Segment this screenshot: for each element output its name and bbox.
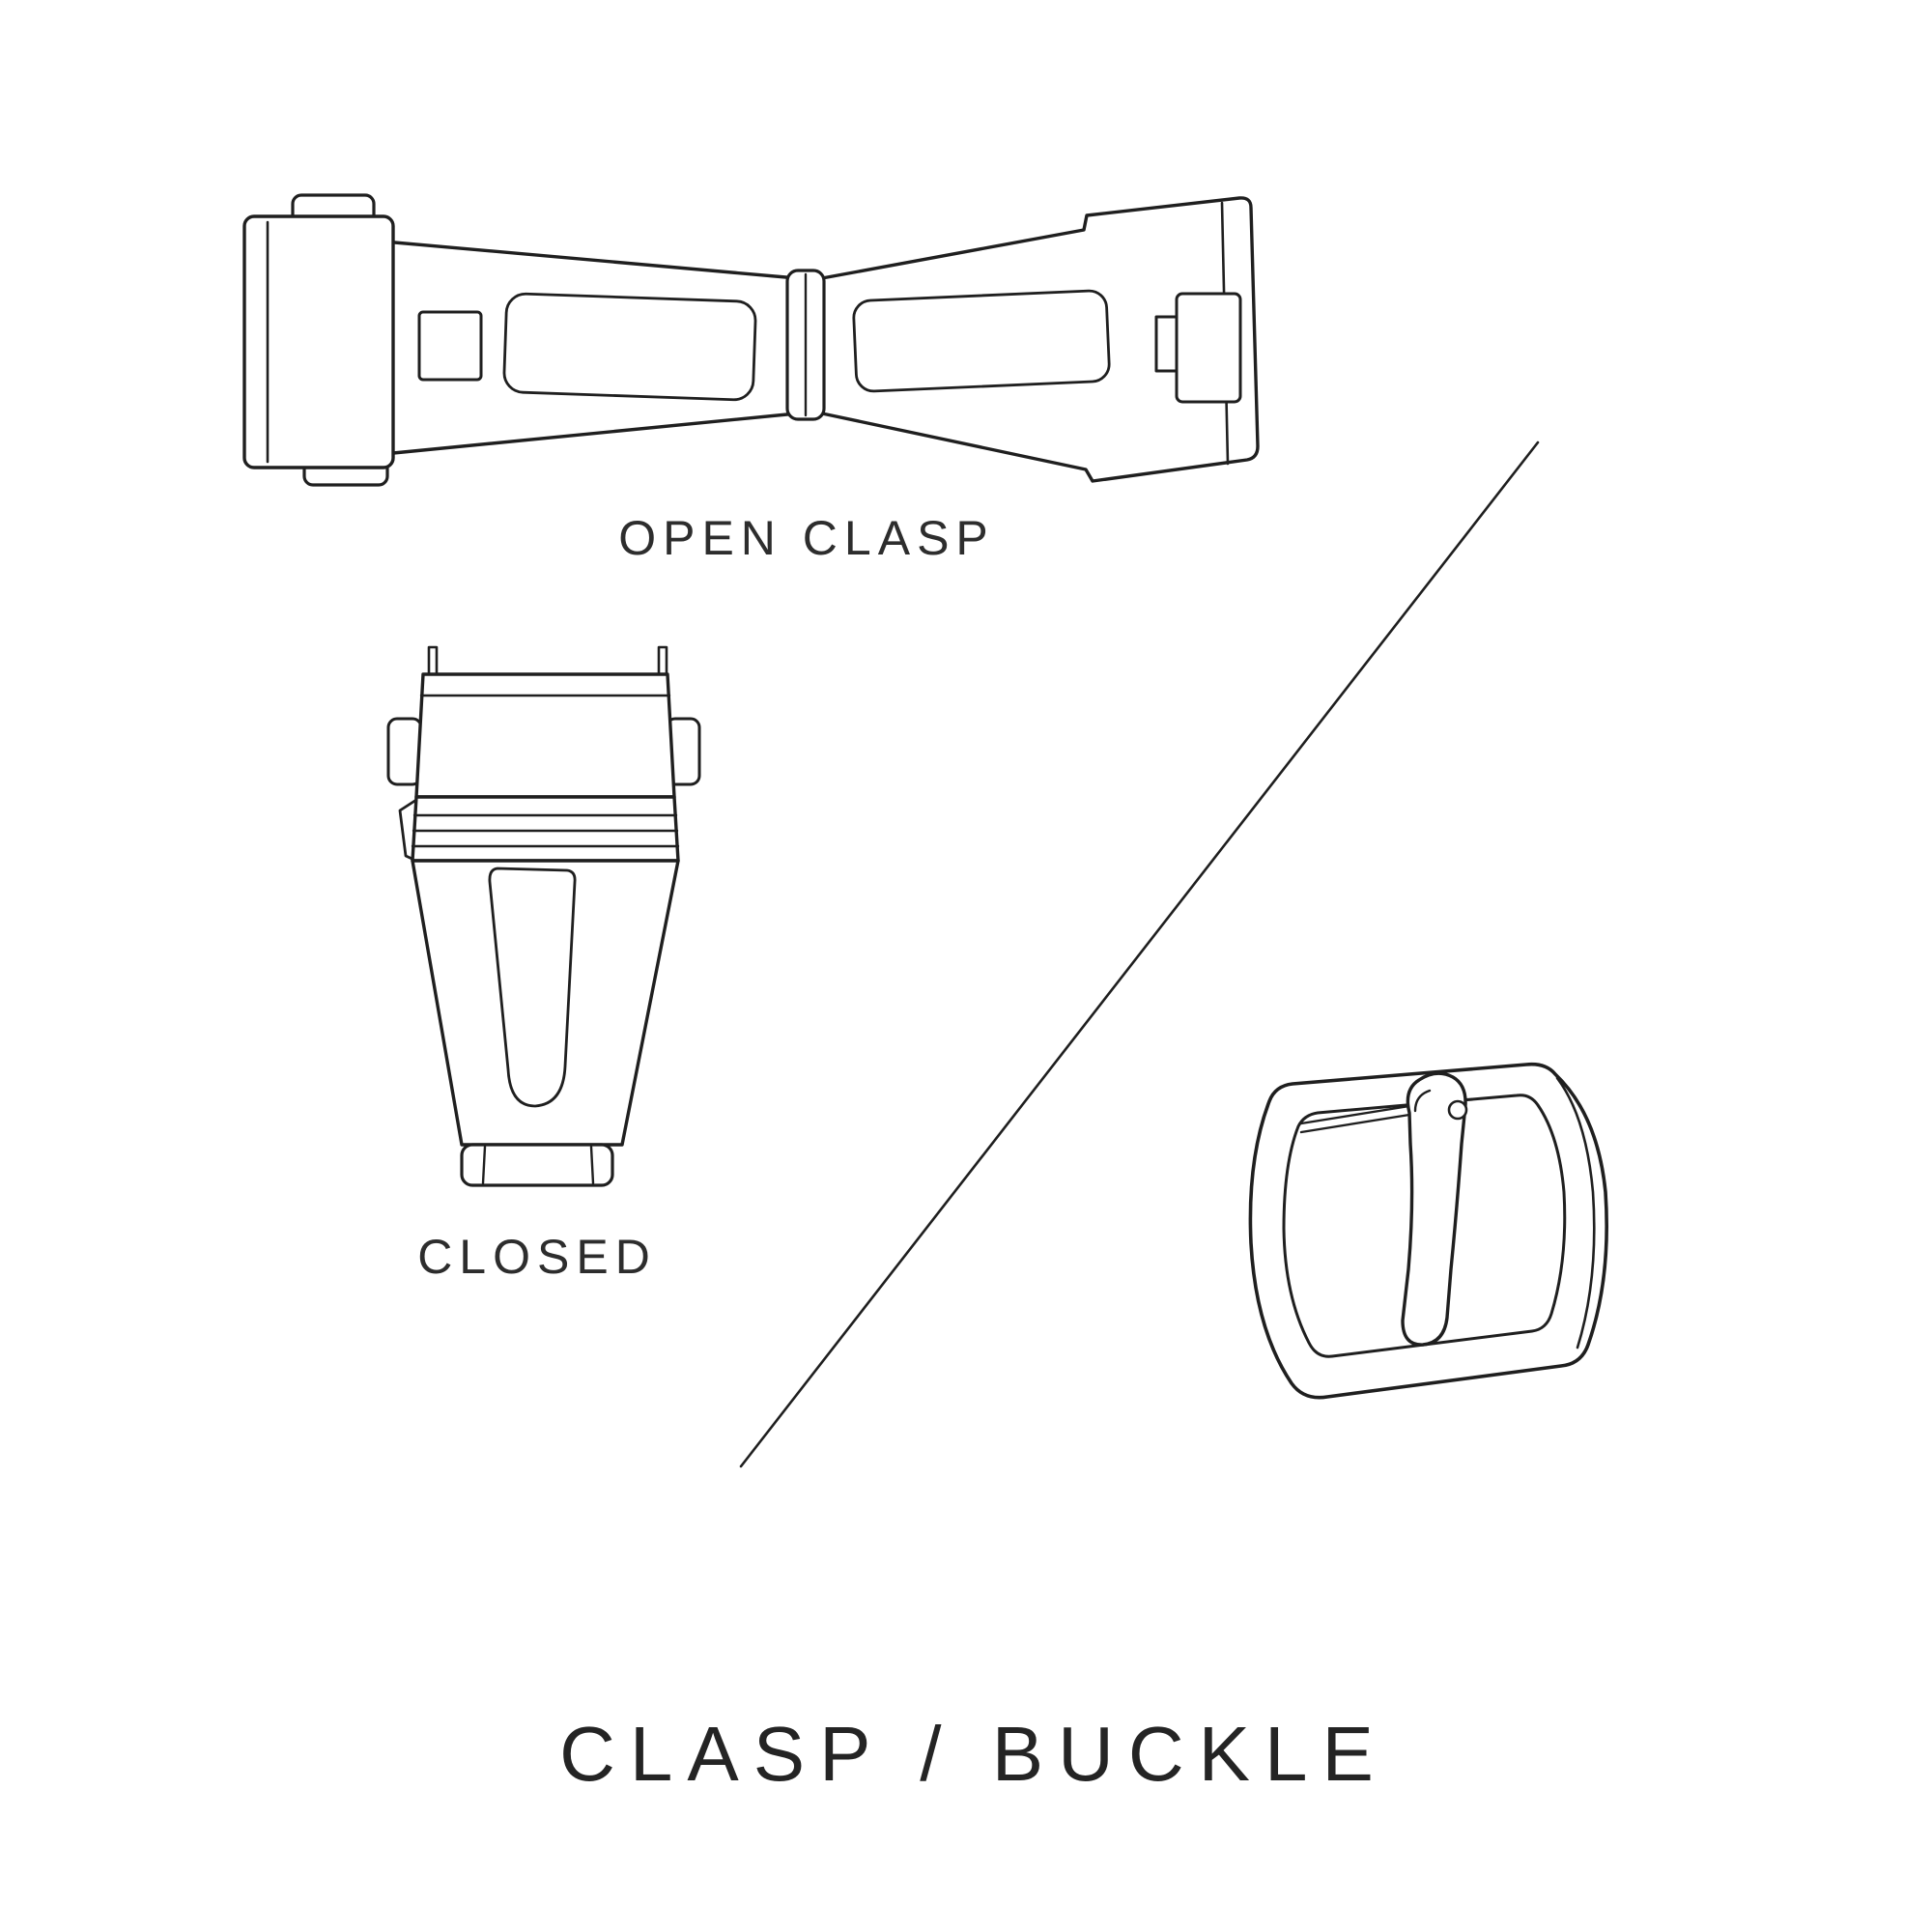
open-clasp-caption: OPEN CLASP [618,511,995,565]
closed-clasp-illustration [386,645,701,1187]
open-clasp-end-link [242,193,395,487]
buckle-spring-bar [1299,1104,1411,1134]
tang-buckle-illustration [1248,1062,1608,1400]
open-clasp-catch-hook [417,310,483,382]
open-clasp-hinge [785,269,826,421]
closed-clasp-caption: CLOSED [417,1230,657,1284]
open-clasp-illustration [242,193,1260,487]
closed-clasp-foot [460,1143,614,1187]
open-clasp-right-cutout [852,289,1111,393]
buckle-tang [1401,1071,1468,1347]
open-clasp-left-cutout [502,292,757,402]
closed-clasp-body [411,859,680,1147]
open-clasp-right-blade [820,196,1260,483]
closed-clasp-band [411,795,680,863]
open-clasp-lock-catch [1154,292,1242,404]
page-title: CLASP / BUCKLE [559,1711,1388,1797]
